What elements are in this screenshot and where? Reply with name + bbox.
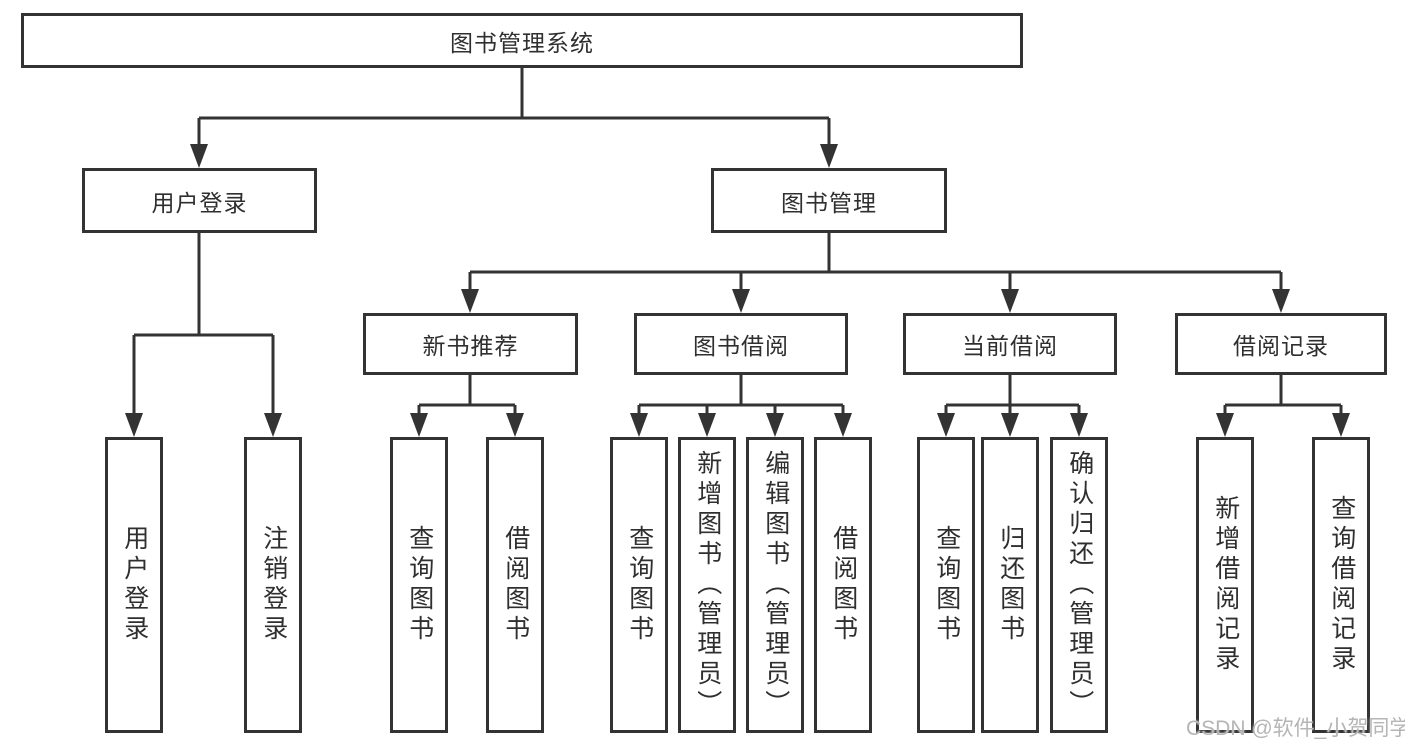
arrow-down-icon — [766, 413, 784, 437]
node-book-borrowing: 图书借阅 — [634, 313, 848, 375]
arrow-down-icon — [506, 413, 524, 437]
leaf-borrow-books-recommend-label: 借阅图书 — [501, 525, 530, 645]
leaf-user-login-label: 用户登录 — [120, 525, 149, 645]
arrow-down-icon — [1001, 289, 1019, 313]
node-current-borrowing-label: 当前借阅 — [962, 333, 1058, 359]
arrow-down-icon — [698, 413, 716, 437]
leaf-query-borrow-record-label: 查询借阅记录 — [1327, 495, 1356, 675]
leaf-confirm-return-admin-label: 确认归还（管理员） — [1065, 450, 1094, 720]
arrow-down-icon — [1070, 413, 1088, 437]
arrow-down-icon — [630, 413, 648, 437]
leaf-query-books-borrowing-label: 查询图书 — [625, 525, 654, 645]
arrow-down-icon — [264, 413, 282, 437]
leaf-return-books-label: 归还图书 — [996, 525, 1025, 645]
node-book-borrowing-label: 图书借阅 — [693, 333, 789, 359]
leaf-edit-book-admin-label: 编辑图书（管理员） — [761, 450, 790, 720]
node-new-book-recommend-label: 新书推荐 — [422, 333, 519, 359]
leaf-confirm-return-admin: 确认归还（管理员） — [1050, 437, 1108, 733]
leaf-query-books-recommend-label: 查询图书 — [405, 525, 434, 645]
node-borrowing-records: 借阅记录 — [1175, 313, 1387, 375]
arrow-down-icon — [1216, 413, 1234, 437]
node-borrowing-records-label: 借阅记录 — [1233, 333, 1329, 359]
leaf-return-books: 归还图书 — [981, 437, 1039, 733]
leaf-query-books-current: 查询图书 — [917, 437, 975, 733]
leaf-borrow-books-recommend: 借阅图书 — [486, 437, 544, 733]
node-root-label: 图书管理系统 — [450, 29, 594, 56]
leaf-add-book-admin-label: 新增图书（管理员） — [693, 450, 722, 720]
node-new-book-recommend: 新书推荐 — [363, 313, 578, 375]
arrow-down-icon — [410, 413, 428, 437]
leaf-query-books-current-label: 查询图书 — [932, 525, 961, 645]
node-user-login-label: 用户登录 — [151, 189, 248, 216]
leaf-query-books-recommend: 查询图书 — [390, 437, 448, 733]
leaf-user-login: 用户登录 — [105, 437, 163, 733]
leaf-add-borrow-record-label: 新增借阅记录 — [1211, 495, 1240, 675]
arrow-down-icon — [834, 413, 852, 437]
watermark: CSDN @软件_小贺同学 — [1186, 717, 1405, 740]
arrow-down-icon — [1001, 413, 1019, 437]
leaf-query-borrow-record: 查询借阅记录 — [1312, 437, 1370, 733]
arrow-down-icon — [732, 289, 750, 313]
arrow-down-icon — [1332, 413, 1350, 437]
node-current-borrowing: 当前借阅 — [903, 313, 1117, 375]
arrow-down-icon — [190, 144, 208, 168]
node-user-login: 用户登录 — [82, 168, 317, 233]
arrow-down-icon — [937, 413, 955, 437]
arrow-down-icon — [820, 144, 838, 168]
arrow-down-icon — [125, 413, 143, 437]
leaf-logout-label: 注销登录 — [259, 525, 288, 645]
leaf-add-borrow-record: 新增借阅记录 — [1196, 437, 1254, 733]
node-book-management: 图书管理 — [711, 168, 947, 233]
leaf-logout: 注销登录 — [244, 437, 302, 733]
leaf-add-book-admin: 新增图书（管理员） — [678, 437, 736, 733]
arrow-down-icon — [461, 289, 479, 313]
leaf-query-books-borrowing: 查询图书 — [610, 437, 668, 733]
arrowhead-icons — [125, 144, 1350, 437]
node-book-management-label: 图书管理 — [781, 189, 877, 216]
arrow-down-icon — [1272, 289, 1290, 313]
leaf-borrow-books: 借阅图书 — [814, 437, 872, 733]
node-root: 图书管理系统 — [21, 13, 1023, 68]
leaf-borrow-books-label: 借阅图书 — [829, 525, 858, 645]
leaf-edit-book-admin: 编辑图书（管理员） — [746, 437, 804, 733]
